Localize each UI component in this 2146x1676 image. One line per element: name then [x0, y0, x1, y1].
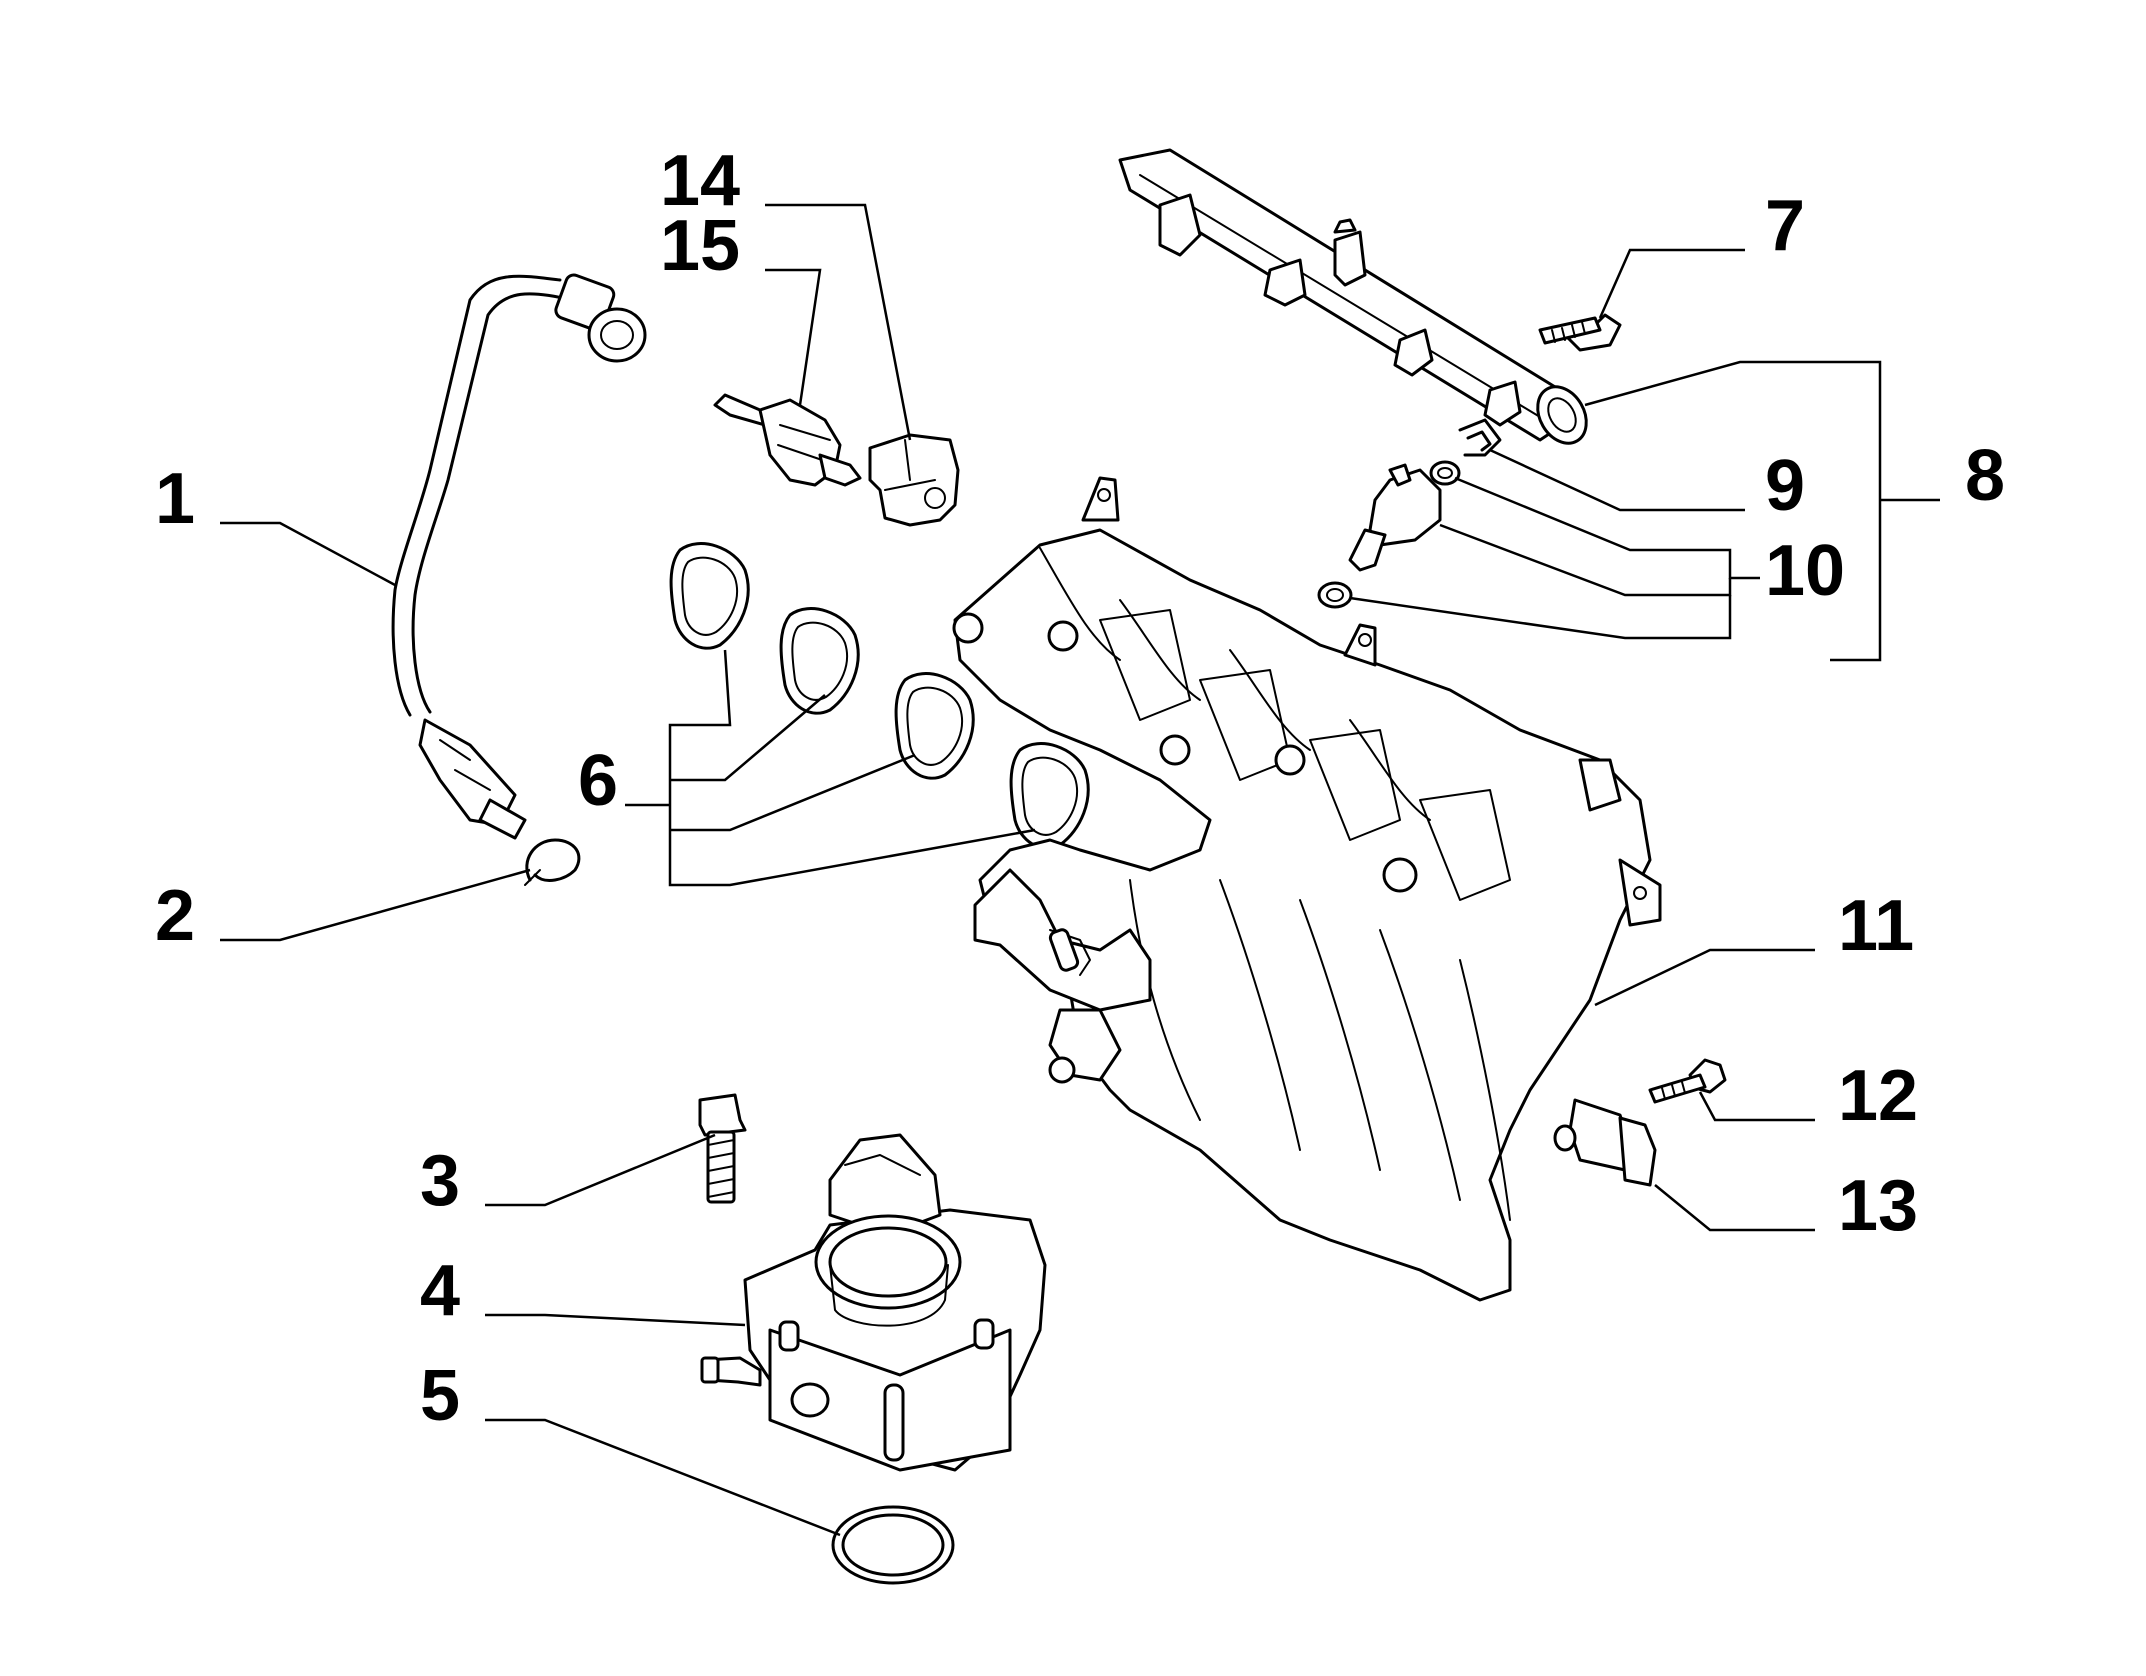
- callout-10: 10: [1765, 531, 1845, 611]
- part-13-sensor: [1553, 1098, 1657, 1187]
- leader-2: [220, 868, 531, 942]
- callout-5: 5: [420, 1356, 460, 1436]
- callout-2: 2: [155, 876, 195, 956]
- gasket-1: [669, 542, 750, 650]
- callout-14: 14: [660, 141, 740, 221]
- leader-10: [1454, 476, 1760, 580]
- leader-1: [220, 521, 396, 587]
- leader-7: [1598, 248, 1745, 319]
- part-2-clip: [524, 838, 581, 886]
- leader-10-c: [1349, 595, 1732, 640]
- leader-5: [485, 1418, 841, 1537]
- callout-8: 8: [1965, 436, 2005, 516]
- part-12-bolt: [1648, 1058, 1727, 1104]
- callout-3: 3: [420, 1141, 460, 1221]
- leader-12: [1698, 1091, 1815, 1122]
- part-7-bolt: [1538, 313, 1622, 352]
- part-11-intake-manifold: [952, 476, 1662, 1302]
- leader-11: [1594, 948, 1815, 1007]
- part-14-bracket: [868, 433, 960, 527]
- leader-6-bracket: [668, 649, 1036, 887]
- callout-7: 7: [1765, 186, 1805, 266]
- part-10-injector: [1317, 460, 1461, 609]
- leader-6-b: [670, 694, 826, 782]
- callout-9: 9: [1765, 446, 1805, 526]
- callout-6: 6: [578, 741, 618, 821]
- part-8-fuel-rail: [1118, 148, 1588, 445]
- leader-3: [485, 1133, 716, 1207]
- leader-9: [1489, 448, 1745, 512]
- leader-8-bracket: [1584, 360, 1882, 662]
- part-4-throttle-body: [700, 1133, 1047, 1472]
- callout-4: 4: [420, 1251, 460, 1331]
- callout-labels: 1 2 3 4 5 6 7 8 9 10 11 12 13 14 15: [155, 141, 2005, 1436]
- leader-6-c: [670, 753, 916, 832]
- part-15-valve: [713, 393, 862, 487]
- callout-12: 12: [1838, 1056, 1918, 1136]
- leader-lines: [220, 203, 1940, 1537]
- part-9-clip: [1458, 418, 1502, 457]
- gasket-3: [894, 672, 975, 780]
- callout-15: 15: [660, 206, 740, 286]
- part-3-bolt: [698, 1093, 747, 1204]
- callout-1: 1: [155, 459, 195, 539]
- part-1-oxygen-sensor: [391, 273, 647, 840]
- leader-10-b: [1439, 523, 1732, 597]
- leader-4: [485, 1313, 746, 1327]
- gasket-2: [779, 607, 860, 715]
- leader-15: [765, 268, 822, 406]
- part-6-gaskets: [669, 542, 1090, 850]
- leader-14: [765, 203, 912, 441]
- callout-13: 13: [1838, 1166, 1918, 1246]
- callout-11: 11: [1838, 886, 1914, 966]
- leader-13: [1654, 1184, 1815, 1232]
- part-5-o-ring: [831, 1505, 955, 1585]
